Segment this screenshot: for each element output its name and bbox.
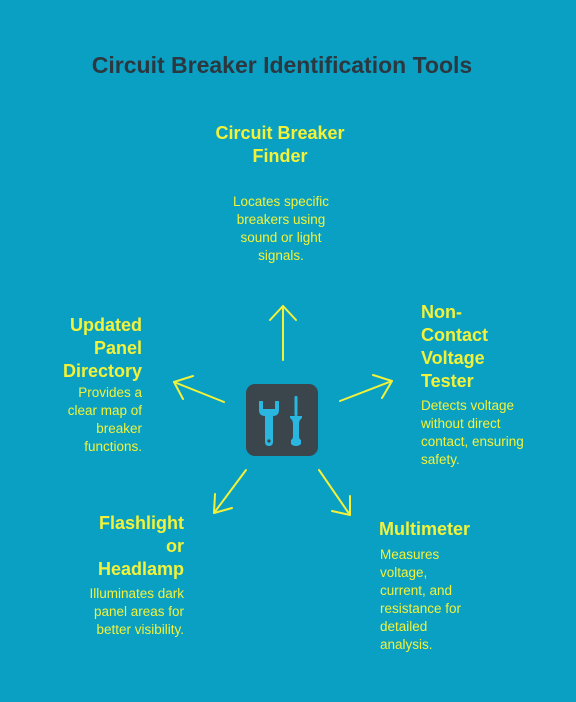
flashlight-desc-line-2: panel areas for [93,604,184,619]
multimeter-title-line-1: Multimeter [379,519,471,539]
directory-description: Provides a clear map of breaker function… [20,384,142,456]
non-contact-title-line-3: Voltage [421,348,485,368]
multimeter-title: Multimeter [379,518,529,541]
arrow-to-flashlight [213,469,247,514]
finder-title: Circuit Breaker Finder [190,122,370,168]
non-contact-desc-line-4: safety. [421,452,460,467]
non-contact-desc-line-2: without direct [421,416,501,431]
finder-desc-line-1: Locates specific [232,194,330,209]
directory-desc-line-1: Provides a [78,385,142,400]
center-hub [246,384,318,456]
non-contact-title: Non- Contact Voltage Tester [421,301,551,393]
flashlight-description: Illuminates dark panel areas for better … [30,585,184,639]
wrench-and-screwdriver-icon [259,396,302,446]
finder-desc-line-2: breakers using [236,212,326,227]
directory-desc-line-3: breaker [96,421,142,436]
directory-title-line-2: Panel [93,338,142,358]
finder-desc-line-4: signals. [258,248,304,263]
non-contact-desc-line-1: Detects voltage [421,398,515,413]
arrow-to-non-contact [339,374,393,402]
arrow-to-directory [173,375,225,403]
flashlight-title-line-2: or [166,536,184,556]
arrow-to-finder [269,305,297,361]
non-contact-title-line-2: Contact [421,325,488,345]
flashlight-title-line-1: Flashlight [99,513,184,533]
non-contact-title-line-4: Tester [421,371,474,391]
flashlight-desc-line-1: Illuminates dark [89,586,184,601]
wrench-icon [259,401,279,446]
non-contact-title-line-1: Non- [421,302,462,322]
screwdriver-icon [290,396,302,446]
multimeter-desc-line-1: Measures [380,547,440,562]
multimeter-desc-line-6: analysis. [380,637,433,652]
directory-desc-line-4: functions. [84,439,142,454]
finder-title-line-1: Circuit Breaker [215,123,345,143]
finder-desc-line-3: sound or light [240,230,322,245]
non-contact-description: Detects voltage without direct contact, … [421,397,571,469]
page-title: Circuit Breaker Identification Tools [91,52,473,78]
flashlight-title: Flashlight or Headlamp [30,512,184,581]
finder-description: Locates specific breakers using sound or… [196,193,366,265]
non-contact-desc-line-3: contact, ensuring [421,434,524,449]
directory-title-line-1: Updated [70,315,142,335]
directory-desc-line-2: clear map of [67,403,142,418]
multimeter-desc-line-4: resistance for [380,601,462,616]
flashlight-title-line-3: Headlamp [97,559,184,579]
flashlight-desc-line-3: better visibility. [96,622,184,637]
multimeter-desc-line-5: detailed [380,619,428,634]
multimeter-description: Measures voltage, current, and resistanc… [380,546,530,654]
arrow-to-multimeter [318,469,351,516]
multimeter-desc-line-2: voltage, [380,565,428,580]
finder-title-line-2: Finder [252,146,308,166]
directory-title: Updated Panel Directory [20,314,142,383]
multimeter-desc-line-3: current, and [380,583,453,598]
directory-title-line-3: Directory [62,361,142,381]
